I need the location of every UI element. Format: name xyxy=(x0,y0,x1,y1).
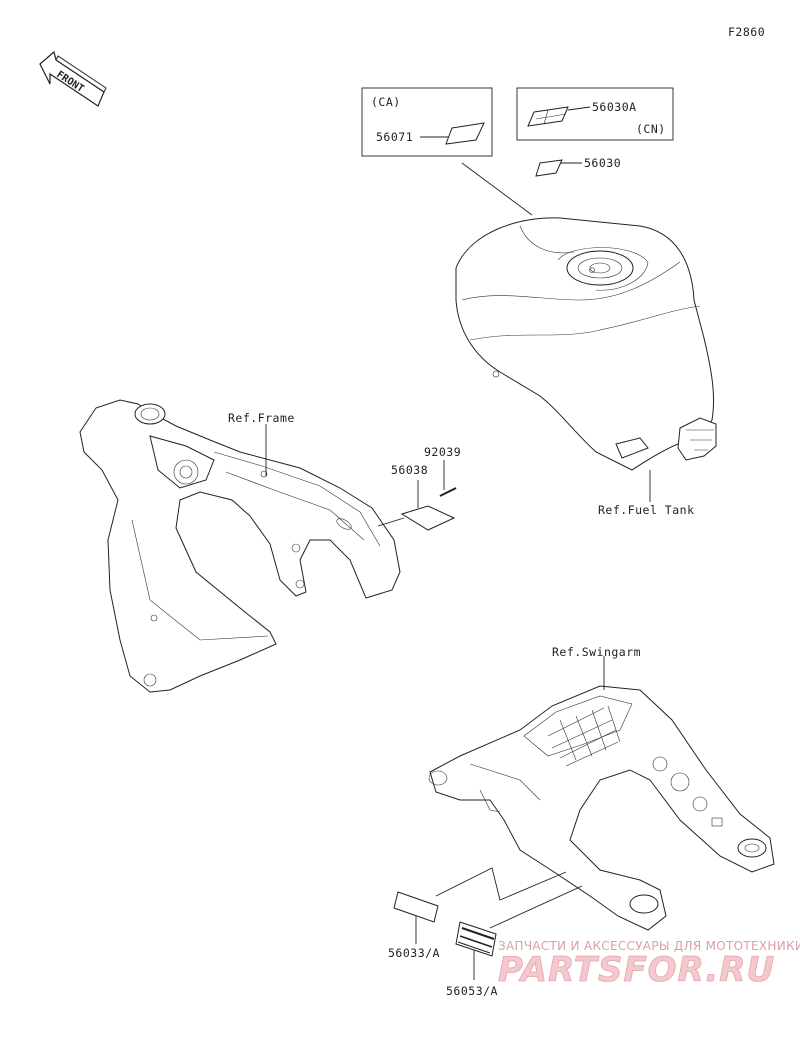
watermark-tagline: ЗАПЧАСТИ И АКСЕССУАРЫ ДЛЯ МОТОТЕХНИКИ xyxy=(498,939,800,953)
part-56033a-icon xyxy=(393,891,439,923)
swingarm-drawing xyxy=(428,685,775,931)
ca-tag: (CA) xyxy=(371,95,401,109)
part-92039-icon xyxy=(439,487,457,497)
frame-drawing xyxy=(79,399,401,693)
ca-variant-box: (CA) 56071 xyxy=(361,87,493,157)
cn-variant-box: 56030A (CN) xyxy=(516,87,674,141)
part-56053a-label: 56053/A xyxy=(446,984,498,998)
part-56038-icon xyxy=(400,505,456,531)
ref-frame-label: Ref.Frame xyxy=(228,411,295,425)
cn-tag: (CN) xyxy=(636,122,666,136)
watermark-brand: PARTSFOR.RU xyxy=(498,950,775,990)
part-56030-label: 56030 xyxy=(584,156,621,170)
ref-swingarm-label: Ref.Swingarm xyxy=(552,645,641,659)
diagram-code: F2860 xyxy=(728,25,765,39)
label-56071-icon xyxy=(445,122,485,145)
part-92039-label: 92039 xyxy=(424,445,461,459)
part-56053a-icon xyxy=(455,921,497,957)
part-56038-label: 56038 xyxy=(391,463,428,477)
part-56030a-label: 56030A xyxy=(592,100,637,114)
part-56033a-label: 56033/A xyxy=(388,946,440,960)
label-56030-icon xyxy=(535,159,563,177)
fuel-tank-drawing xyxy=(455,217,717,471)
label-56030a-icon xyxy=(527,106,569,127)
ref-fuel-tank-label: Ref.Fuel Tank xyxy=(598,503,695,517)
front-arrow-icon: FRONT xyxy=(39,50,107,107)
part-56071-label: 56071 xyxy=(376,130,413,144)
